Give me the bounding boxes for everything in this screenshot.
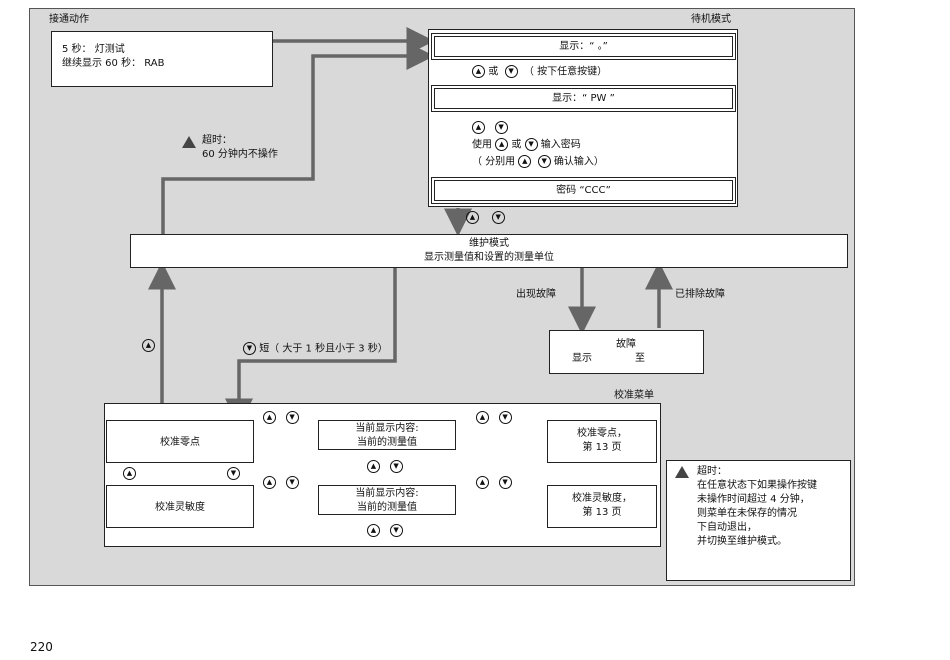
up-key-icon: ▲ [263, 476, 276, 489]
down-key-icon: ▼ [285, 411, 299, 424]
down-key-icon: ▼ [537, 155, 551, 168]
password-box: 密码 “CCC” [431, 177, 736, 204]
sens-row-keys-1: ▲ ▼ [263, 476, 299, 491]
sens-ref-title: 校准灵敏度， [572, 493, 632, 504]
up-key-icon: ▲ [123, 467, 136, 480]
up-key-icon: ▲ [476, 411, 489, 424]
or-text: 或 [488, 66, 499, 78]
sens-row-keys-2: ▲ ▼ [476, 476, 512, 491]
rab-text: 继续显示 60 秒： RAB [62, 58, 165, 69]
down-key-icon: ▼ [389, 460, 403, 473]
enter-pw-text: 输入密码 [540, 139, 581, 151]
zero-row-keys-2: ▲ ▼ [476, 411, 512, 426]
warning-icon [675, 466, 689, 478]
timeout-text: 60 分钟内不操作 [202, 149, 278, 160]
display-dot-box: 显示：“ 。” [431, 33, 736, 60]
display-pw-text: 显示：“ PW ” [434, 88, 733, 109]
timeout-note-line: 下自动退出， [697, 522, 757, 533]
cal-menu-label: 校准菜单 [614, 390, 654, 401]
down-key-icon: ▼ [389, 524, 403, 537]
power-on-box: 5 秒： 灯测试 继续显示 60 秒： RAB [51, 31, 273, 87]
timeout-title: 超时： [202, 135, 232, 146]
down-key-icon: ▼ [524, 138, 538, 151]
pw-confirm-line: （ 分别用 ▲ ▼ 确认输入） [472, 155, 604, 170]
current-display-label: 当前显示内容: [355, 488, 419, 499]
cal-zero-text: 校准零点 [160, 437, 200, 448]
maintenance-sub: 显示测量值和设置的测量单位 [424, 252, 554, 263]
up-key-icon: ▲ [495, 138, 509, 151]
up-key-icon: ▲ [367, 524, 380, 537]
timeout-note-box: 超时： 在任意状态下如果操作按键 未操作时间超过 4 分钟， 则菜单在未保存的情… [666, 460, 851, 581]
use-text: 使用 [472, 139, 492, 151]
switch-down-key: ▼ [227, 467, 240, 482]
down-key-icon: ▼ [243, 342, 256, 355]
fault-display: 显示 [572, 353, 592, 364]
short-press-label: ▼ 短（ 大于 1 秒且小于 3 秒） [243, 342, 388, 357]
up-key-icon: ▲ [367, 460, 380, 473]
fault-occurs-label: 出现故障 [516, 289, 556, 300]
down-key-icon: ▼ [504, 65, 518, 78]
pw-use-line: 使用 ▲ 或 ▼ 输入密码 [472, 138, 581, 153]
up-key-icon: ▲ [472, 121, 485, 134]
current-value-label: 当前的测量值 [357, 437, 417, 448]
or-text: 或 [511, 139, 522, 151]
zero-row-keys-3: ▲ ▼ [367, 460, 403, 475]
confirm-text: 确认输入） [553, 156, 604, 168]
fault-cleared-label: 已排除故障 [675, 289, 725, 300]
current-value-label: 当前的测量值 [357, 502, 417, 513]
fault-to: 至 [635, 353, 645, 364]
timeout-note-title: 超时： [697, 466, 727, 477]
zero-ref-page: 第 13 页 [582, 442, 622, 453]
up-key-icon: ▲ [142, 339, 155, 352]
back-up-key: ▲ [142, 339, 155, 354]
up-key-icon: ▲ [518, 155, 532, 168]
fault-title: 故障 [616, 339, 636, 350]
sens-row-keys-3: ▲ ▼ [367, 524, 403, 539]
current-display-zero: 当前显示内容: 当前的测量值 [318, 420, 456, 450]
short-press-text: 短（ 大于 1 秒且小于 3 秒） [259, 343, 388, 355]
up-key-icon: ▲ [466, 211, 479, 224]
cal-sens-text: 校准灵敏度 [155, 502, 205, 513]
pw-keys: ▲ ▼ [472, 121, 508, 136]
display-dot-text: 显示：“ 。” [434, 36, 733, 57]
standby-key-hint: ▲ 或 ▼ （ 按下任意按键） [472, 65, 607, 80]
power-on-label: 接通动作 [49, 14, 89, 25]
sens-ref-box: 校准灵敏度， 第 13 页 [547, 485, 657, 528]
up-key-icon: ▲ [476, 476, 489, 489]
down-key-icon: ▼ [285, 476, 299, 489]
current-display-label: 当前显示内容: [355, 423, 419, 434]
maint-entry-keys: ▲ ▼ [466, 211, 505, 226]
lamp-test-text: 5 秒： 灯测试 [62, 44, 125, 55]
down-key-icon: ▼ [498, 411, 512, 424]
standby-label: 待机模式 [691, 14, 731, 25]
down-key-icon: ▼ [498, 476, 512, 489]
timeout-note-line: 未操作时间超过 4 分钟， [697, 494, 810, 505]
up-key-icon: ▲ [472, 65, 485, 78]
maintenance-title: 维护模式 [469, 238, 509, 249]
zero-ref-box: 校准零点， 第 13 页 [547, 420, 657, 463]
zero-row-keys-1: ▲ ▼ [263, 411, 299, 426]
page-number: 220 [30, 640, 53, 654]
warning-icon [182, 136, 196, 148]
display-pw-box: 显示：“ PW ” [431, 85, 736, 112]
sens-ref-page: 第 13 页 [582, 507, 622, 518]
maintenance-box: 维护模式 显示测量值和设置的测量单位 [130, 234, 848, 268]
timeout-note-line: 并切换至维护模式。 [697, 536, 787, 547]
fault-box: 故障 显示 至 [549, 330, 704, 374]
timeout-note-line: 在任意状态下如果操作按键 [697, 480, 817, 491]
timeout-note-line: 则菜单在未保存的情况 [697, 508, 797, 519]
zero-ref-title: 校准零点， [577, 428, 627, 439]
switch-up-key: ▲ [123, 467, 136, 482]
up-key-icon: ▲ [263, 411, 276, 424]
press-any-text: （ 按下任意按键） [523, 66, 608, 78]
down-key-icon: ▼ [494, 121, 508, 134]
split-text: （ 分别用 [472, 156, 516, 168]
cal-zero-box: 校准零点 [106, 420, 254, 463]
current-display-sens: 当前显示内容: 当前的测量值 [318, 485, 456, 515]
down-key-icon: ▼ [491, 211, 505, 224]
down-key-icon: ▼ [227, 467, 240, 480]
cal-sens-box: 校准灵敏度 [106, 485, 254, 528]
password-text: 密码 “CCC” [434, 180, 733, 201]
